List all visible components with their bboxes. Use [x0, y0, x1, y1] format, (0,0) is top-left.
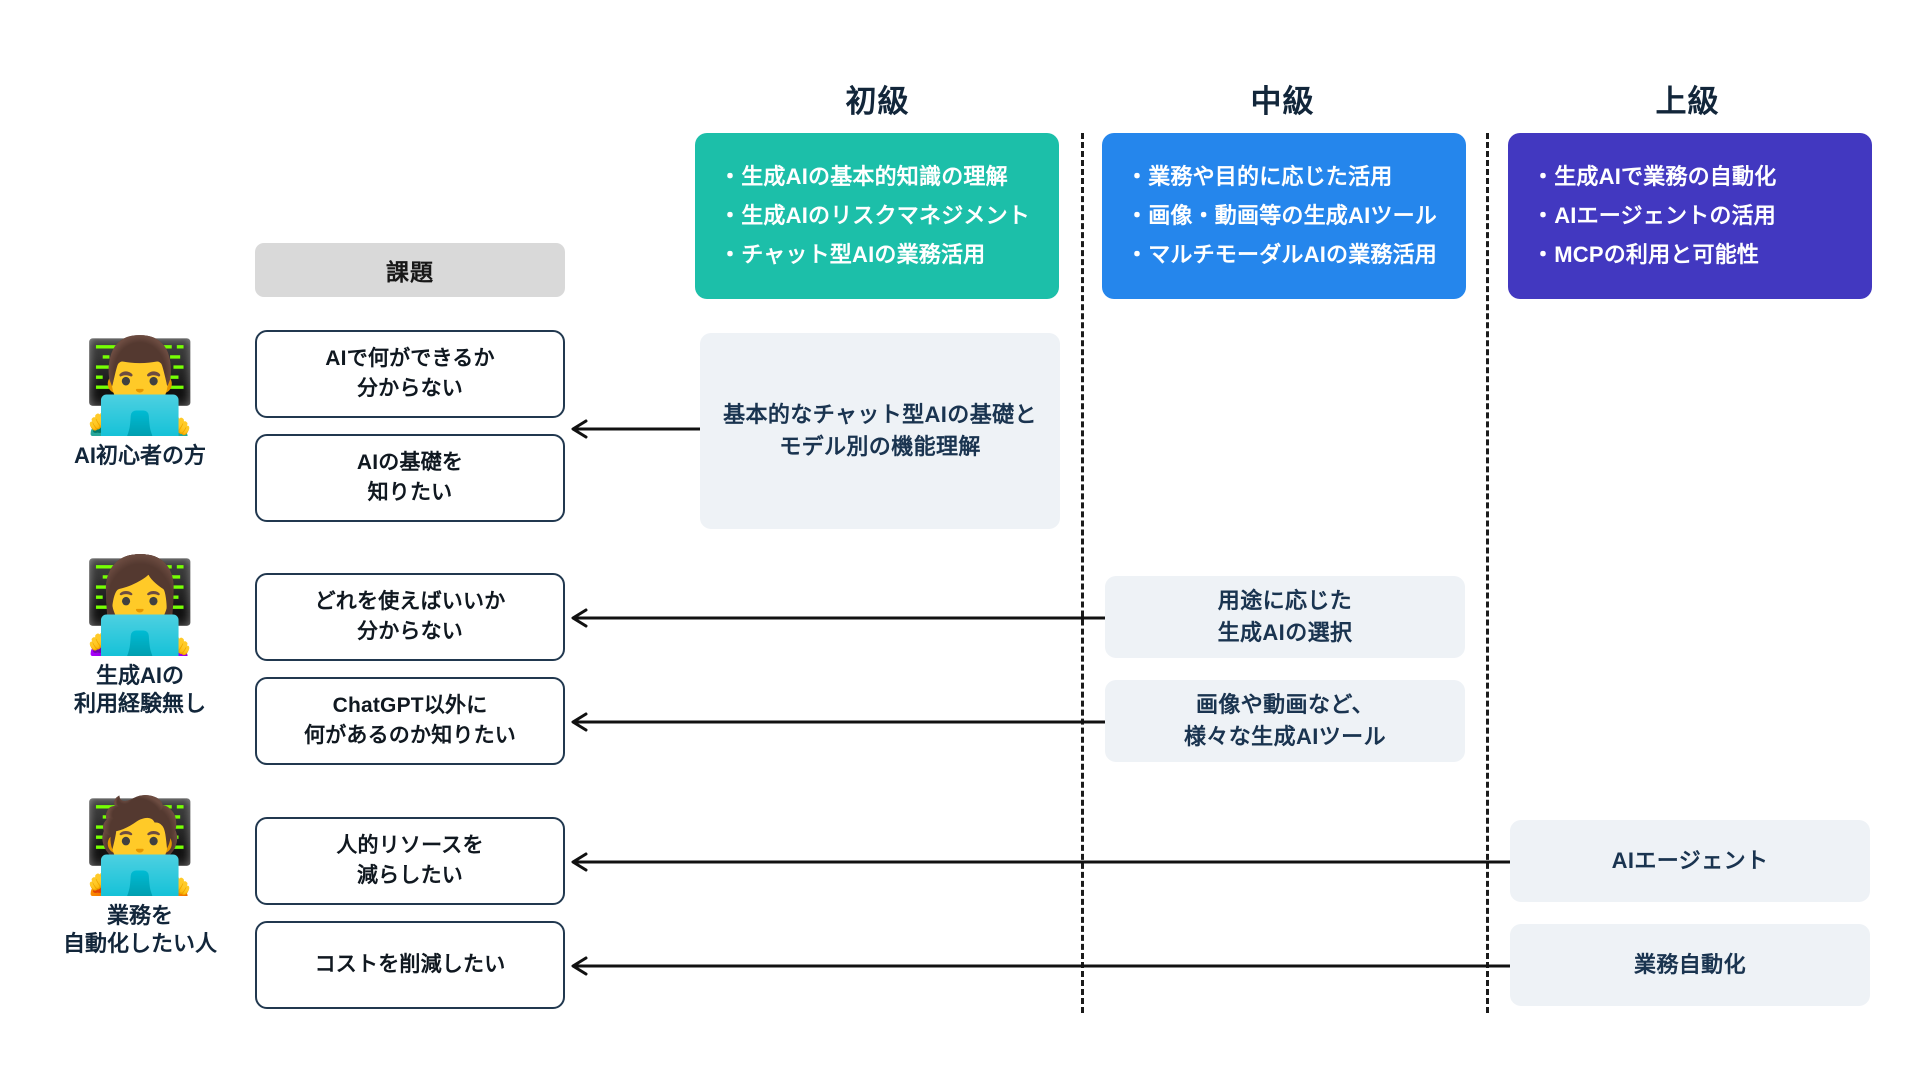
level-bullet: ・画像・動画等の生成AIツール	[1126, 203, 1438, 229]
persona-wants-automation: 🧑‍💻 業務を 自動化したい人	[40, 800, 240, 958]
level-box-advanced: ・生成AIで業務の自動化 ・AIエージェントの活用 ・MCPの利用と可能性	[1508, 133, 1872, 299]
arrow-intermediate-to-row2-a	[570, 607, 1105, 629]
persona-label: 業務を 自動化したい人	[62, 903, 217, 957]
pain-box-row3-b: コストを削減したい	[255, 921, 565, 1009]
level-box-beginner: ・生成AIの基本的知識の理解 ・生成AIのリスクマネジメント ・チャット型AIの…	[695, 133, 1059, 299]
pain-box-row2-b: ChatGPT以外に 何があるのか知りたい	[255, 677, 565, 765]
column-header-intermediate: 中級	[1250, 84, 1315, 119]
pain-box-row1-a: AIで何ができるか 分からない	[255, 330, 565, 418]
solution-box-advanced-row3-a: AIエージェント	[1510, 820, 1870, 902]
level-bullet: ・業務や目的に応じた活用	[1126, 164, 1393, 190]
persona-label: AI初心者の方	[73, 443, 206, 468]
level-bullet: ・マルチモーダルAIの業務活用	[1126, 241, 1438, 267]
level-bullet: ・MCPの利用と可能性	[1532, 241, 1760, 267]
level-bullet: ・生成AIの基本的知識の理解	[719, 164, 1008, 190]
person-technologist-emoji: 🧑‍💻	[82, 792, 198, 899]
solution-box-advanced-row3-b: 業務自動化	[1510, 924, 1870, 1006]
issue-column-chip: 課題	[255, 243, 565, 297]
persona-no-genai-experience: 👩‍💻 生成AIの 利用経験無し	[40, 560, 240, 718]
solution-box-beginner-row1: 基本的なチャット型AIの基礎と モデル別の機能理解	[700, 333, 1060, 529]
level-box-intermediate: ・業務や目的に応じた活用 ・画像・動画等の生成AIツール ・マルチモーダルAIの…	[1102, 133, 1466, 299]
level-bullet: ・生成AIのリスクマネジメント	[719, 203, 1031, 229]
woman-technologist-emoji: 👩‍💻	[82, 552, 198, 659]
man-technologist-emoji: 👨‍💻	[82, 332, 198, 439]
persona-label: 生成AIの 利用経験無し	[73, 663, 206, 717]
solution-box-intermediate-row2-a: 用途に応じた 生成AIの選択	[1105, 576, 1465, 658]
pain-box-row1-b: AIの基礎を 知りたい	[255, 434, 565, 522]
divider-beginner-intermediate	[1081, 133, 1084, 1013]
arrow-advanced-to-row3-a	[570, 851, 1510, 873]
pain-box-row2-a: どれを使えばいいか 分からない	[255, 573, 565, 661]
level-bullet: ・AIエージェントの活用	[1532, 203, 1776, 229]
divider-intermediate-advanced	[1486, 133, 1489, 1013]
arrow-beginner-to-row1	[570, 418, 700, 440]
column-header-advanced: 上級	[1655, 84, 1720, 119]
column-header-beginner: 初級	[845, 84, 910, 119]
level-bullet: ・生成AIで業務の自動化	[1532, 164, 1777, 190]
persona-ai-beginner: 👨‍💻 AI初心者の方	[40, 340, 240, 470]
arrow-advanced-to-row3-b	[570, 955, 1510, 977]
level-bullet: ・チャット型AIの業務活用	[719, 241, 986, 267]
arrow-intermediate-to-row2-b	[570, 711, 1105, 733]
solution-box-intermediate-row2-b: 画像や動画など、 様々な生成AIツール	[1105, 680, 1465, 762]
pain-box-row3-a: 人的リソースを 減らしたい	[255, 817, 565, 905]
